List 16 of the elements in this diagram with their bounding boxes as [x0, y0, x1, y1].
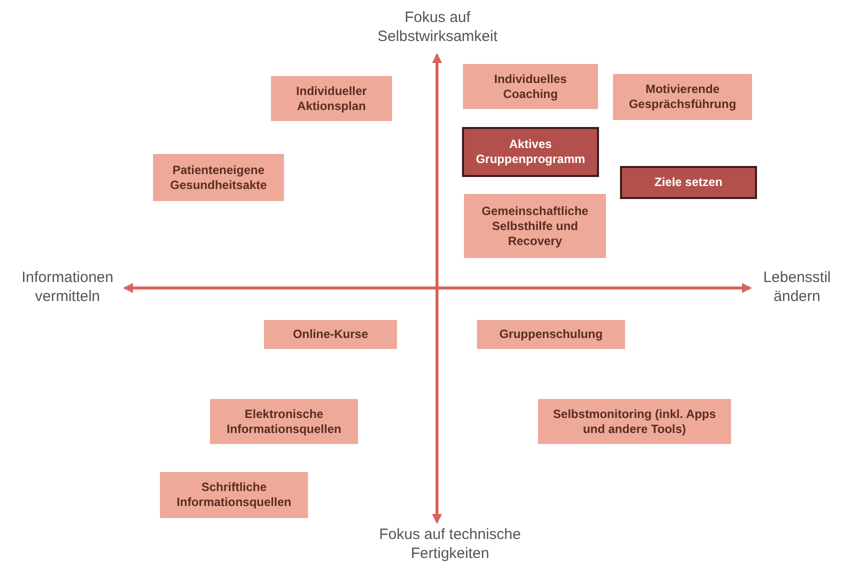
axis-label: Lebensstil ändern: [762, 268, 832, 306]
axis-label: Fokus auf technische Fertigkeiten: [378, 525, 522, 563]
method-box: Selbstmonitoring (inkl. Apps und andere Tools): [538, 399, 731, 444]
method-box: Elektronische Informationsquellen: [210, 399, 358, 444]
highlighted-box: Ziele setzen: [620, 166, 757, 199]
method-box: Individueller Aktionsplan: [271, 76, 392, 121]
method-box: Schriftliche Informationsquellen: [160, 472, 308, 518]
method-box: Gemeinschaftliche Selbsthilfe und Recovery: [464, 194, 606, 258]
axis-label: Fokus auf Selbstwirksamkeit: [376, 8, 499, 46]
axis-label: Informationen vermitteln: [20, 268, 114, 306]
method-box: Online-Kurse: [264, 320, 397, 349]
highlighted-box: Aktives Gruppenprogramm: [462, 127, 599, 177]
method-box: Patienteneigene Gesundheitsakte: [153, 154, 284, 201]
method-box: Individuelles Coaching: [463, 64, 598, 109]
method-box: Gruppenschulung: [477, 320, 625, 349]
method-box: Motivierende Gesprächsführung: [613, 74, 752, 120]
